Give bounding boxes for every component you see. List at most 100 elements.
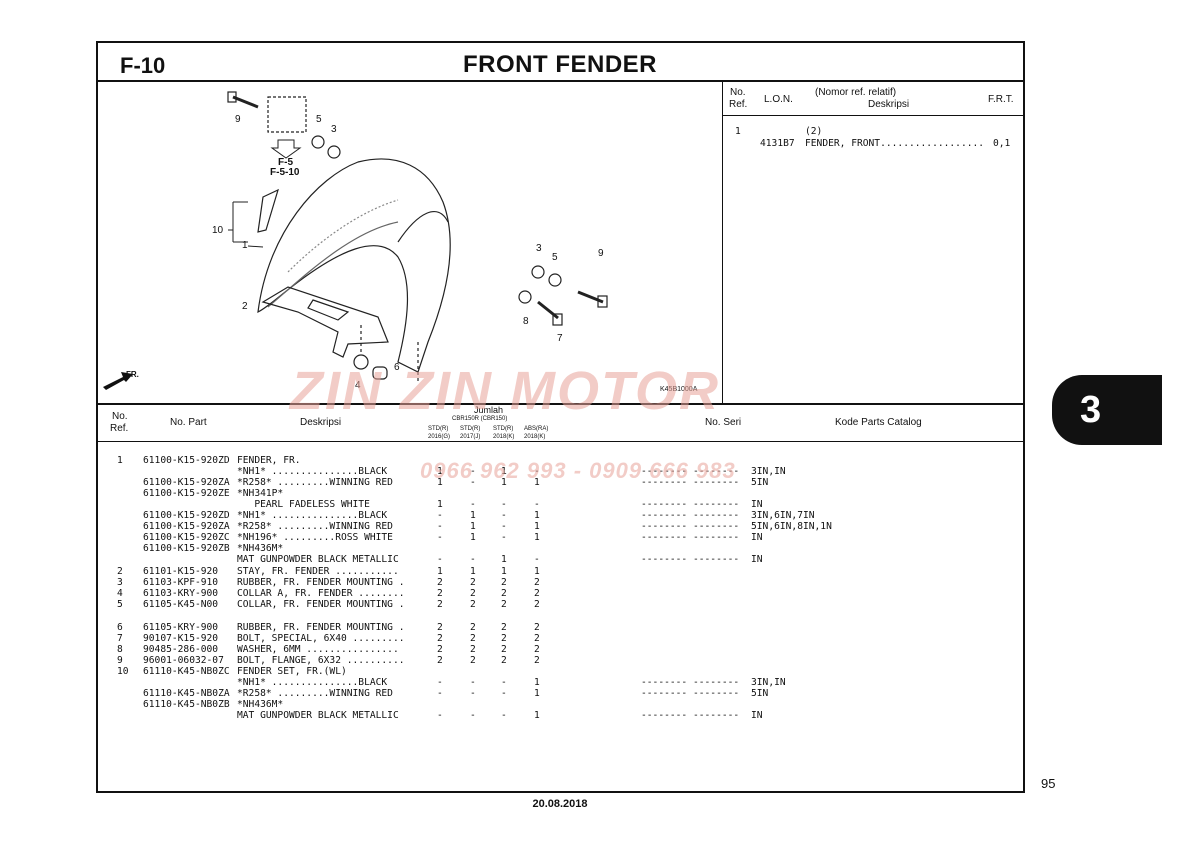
row-qty: 1 (501, 466, 507, 478)
row-part-number: 61100-K15-920ZB (143, 543, 230, 555)
row-part-number: 61110-K45-NB0ZC (143, 665, 230, 677)
row-serial: -------- -------- (641, 499, 740, 511)
row-qty: 2 (501, 587, 507, 599)
row-qty: - (534, 466, 540, 478)
row-catalog: 5IN,6IN,8IN,1N (751, 521, 832, 533)
row-qty: 1 (534, 688, 540, 699)
row-part-number: 61100-K15-920ZD (143, 510, 230, 522)
row-qty: - (470, 676, 476, 688)
section-tab: 3 (1052, 375, 1162, 445)
row-description: *R258* .........WINNING RED (237, 688, 393, 699)
callout-10: 10 (212, 225, 224, 236)
table-row: 61100-K15-920ZD*NH1* ...............BLAC… (0, 510, 1200, 521)
row-part-number: 96001-06032-07 (143, 654, 224, 666)
ref-col-ref: Ref. (729, 99, 748, 110)
ref-col-no: No. (730, 87, 746, 98)
parts-table-top-rule (96, 403, 1025, 405)
table-row: 61110-K45-NB0ZB*NH436M* (0, 699, 1200, 710)
table-row: 61100-K15-920ZA*R258* .........WINNING R… (0, 521, 1200, 532)
row-qty: 2 (501, 621, 507, 633)
row-qty: - (470, 688, 476, 699)
row-description: *NH341P* (237, 488, 284, 500)
row-ref: 4 (117, 587, 123, 599)
callout-9-right: 9 (598, 248, 604, 259)
row-qty: 2 (437, 598, 443, 610)
row-qty: - (501, 532, 507, 544)
page-title: FRONT FENDER (463, 51, 657, 78)
row-description: FENDER, FR. (237, 455, 301, 466)
table-row: 61100-K15-920ZA*R258* .........WINNING R… (0, 477, 1200, 488)
ref-row-frt: 0,1 (993, 138, 1011, 149)
row-serial: -------- -------- (641, 554, 740, 566)
subcol-1: STD(R) (428, 426, 449, 432)
row-qty: 2 (534, 598, 540, 610)
row-part-number: 90107-K15-920 (143, 632, 219, 644)
ref-row-no: 1 (735, 126, 741, 137)
callout-8: 8 (523, 316, 529, 327)
row-qty: 2 (470, 621, 476, 633)
row-description: RUBBER, FR. FENDER MOUNTING . (237, 576, 405, 588)
print-date: 20.08.2018 (532, 798, 588, 810)
callout-2: 2 (242, 301, 248, 312)
callout-1: 1 (242, 240, 248, 251)
row-ref: 3 (117, 576, 123, 588)
row-qty: 1 (534, 565, 540, 577)
row-catalog: 3IN,IN (751, 676, 786, 688)
table-row: MAT GUNPOWDER BLACK METALLIC--1---------… (0, 554, 1200, 565)
row-qty: 1 (470, 521, 476, 533)
row-qty: 1 (437, 565, 443, 577)
row-qty: - (437, 532, 443, 544)
row-qty: 2 (437, 632, 443, 644)
row-qty: - (470, 466, 476, 478)
row-part-number: 61100-K15-920ZC (143, 532, 230, 544)
row-qty: 1 (534, 510, 540, 522)
row-qty: 1 (534, 710, 540, 722)
fr-label: FR. (126, 370, 139, 379)
row-qty: 2 (534, 632, 540, 644)
row-description: *R258* .........WINNING RED (237, 521, 393, 533)
subyear-2: 2017(J) (460, 434, 481, 440)
table-row: MAT GUNPOWDER BLACK METALLIC---1--------… (0, 710, 1200, 721)
row-serial: -------- -------- (641, 532, 740, 544)
row-qty: - (534, 499, 540, 511)
row-qty: - (437, 510, 443, 522)
row-description: COLLAR A, FR. FENDER ........ (237, 587, 405, 599)
callout-3-right: 3 (536, 243, 542, 254)
page-number: 95 (1041, 776, 1056, 791)
row-qty: 1 (437, 466, 443, 478)
callout-3-top: 3 (331, 124, 337, 135)
row-part-number: 61105-KRY-900 (143, 621, 219, 633)
row-description: STAY, FR. FENDER ........... (237, 565, 399, 577)
row-description: MAT GUNPOWDER BLACK METALLIC (237, 554, 399, 566)
row-part-number: 61110-K45-NB0ZB (143, 699, 230, 711)
row-qty: - (437, 676, 443, 688)
parts-col-jumlah: Jumlah (474, 405, 504, 415)
row-qty: - (501, 688, 507, 699)
row-qty: - (437, 554, 443, 566)
row-qty: - (470, 554, 476, 566)
row-qty: - (501, 676, 507, 688)
row-qty: 1 (470, 532, 476, 544)
row-part-number: 61105-K45-N00 (143, 598, 219, 610)
row-qty: 2 (437, 643, 443, 655)
row-qty: 1 (534, 521, 540, 533)
callout-5-top: 5 (316, 114, 322, 125)
row-qty: 2 (437, 621, 443, 633)
row-qty: 1 (470, 510, 476, 522)
parts-col-no: No. (112, 411, 128, 422)
callout-4: 4 (355, 380, 361, 391)
ref-row-desc: FENDER, FRONT.................. (805, 138, 985, 149)
ref-panel-divider (722, 81, 723, 403)
row-qty: 2 (470, 643, 476, 655)
subcol-3: STD(R) (493, 426, 514, 432)
parts-col-part: No. Part (170, 417, 207, 428)
row-qty: - (470, 710, 476, 722)
row-qty: - (501, 510, 507, 522)
